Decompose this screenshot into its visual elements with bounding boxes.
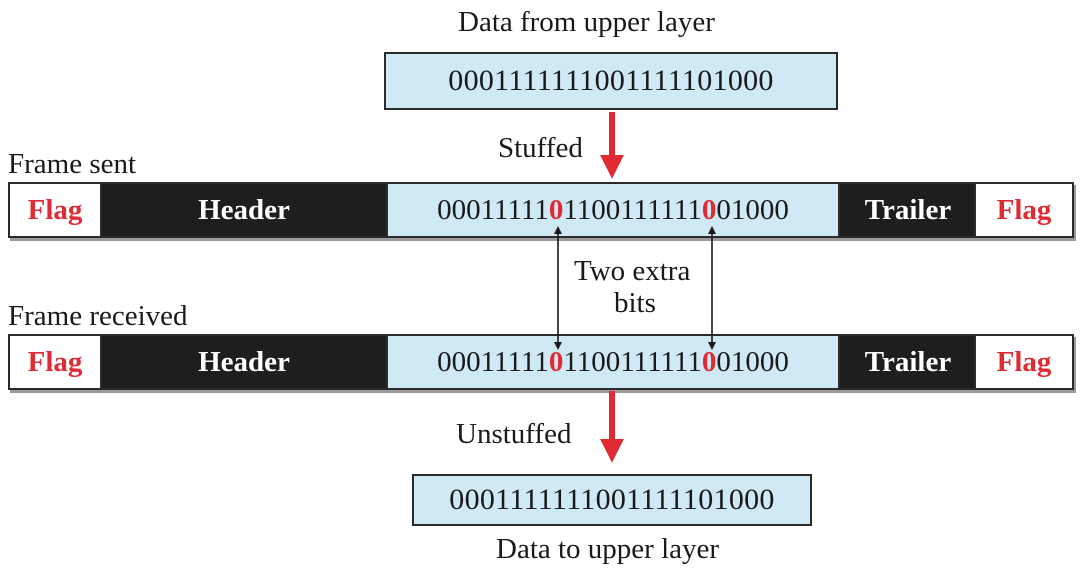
frame-sent-flag-left: Flag: [10, 184, 102, 236]
frame-received-stuffed-bit-1: 0: [548, 345, 564, 378]
extra-bits-note-line1: Two extra: [574, 255, 691, 287]
frame-sent-trailer: Trailer: [864, 193, 952, 226]
stuffed-label: Stuffed: [498, 132, 583, 164]
upper-data-box: 0001111111001111101000: [384, 52, 838, 110]
frame-sent-stuffed-bit-2: 0: [701, 193, 717, 226]
extra-bits-note-line2: bits: [614, 287, 656, 319]
frame-received-payload-pre: 00011111: [437, 345, 549, 378]
frame-sent-stuffed-bit-1: 0: [548, 193, 564, 226]
frame-sent-payload-mid: 1100111111: [563, 193, 702, 226]
frame-received-label: Frame received: [8, 300, 188, 332]
frame-sent-header: Header: [198, 193, 290, 226]
frame-received-stuffed-bit-2: 0: [701, 345, 717, 378]
bottom-title: Data to upper layer: [496, 533, 720, 565]
frame-received-trailer: Trailer: [864, 345, 952, 378]
frame-sent-label: Frame sent: [8, 148, 137, 180]
unstuffed-label: Unstuffed: [456, 418, 572, 450]
upper-data-bits: 0001111111001111101000: [448, 64, 774, 97]
frame-received-flag-right: Flag: [974, 336, 1072, 388]
frame-received-header: Header: [198, 345, 290, 378]
frame-sent-payload-pre: 00011111: [437, 193, 549, 226]
frame-received-flag-left: Flag: [10, 336, 102, 388]
frame-received-payload-post: 01000: [716, 345, 789, 378]
lower-data-box: 0001111111001111101000: [412, 474, 812, 526]
frame-received-payload-mid: 1100111111: [563, 345, 702, 378]
frame-sent-flag-right: Flag: [974, 184, 1072, 236]
lower-data-bits: 0001111111001111101000: [449, 483, 775, 516]
top-title: Data from upper layer: [458, 6, 715, 38]
frame-sent-payload-post: 01000: [716, 193, 789, 226]
